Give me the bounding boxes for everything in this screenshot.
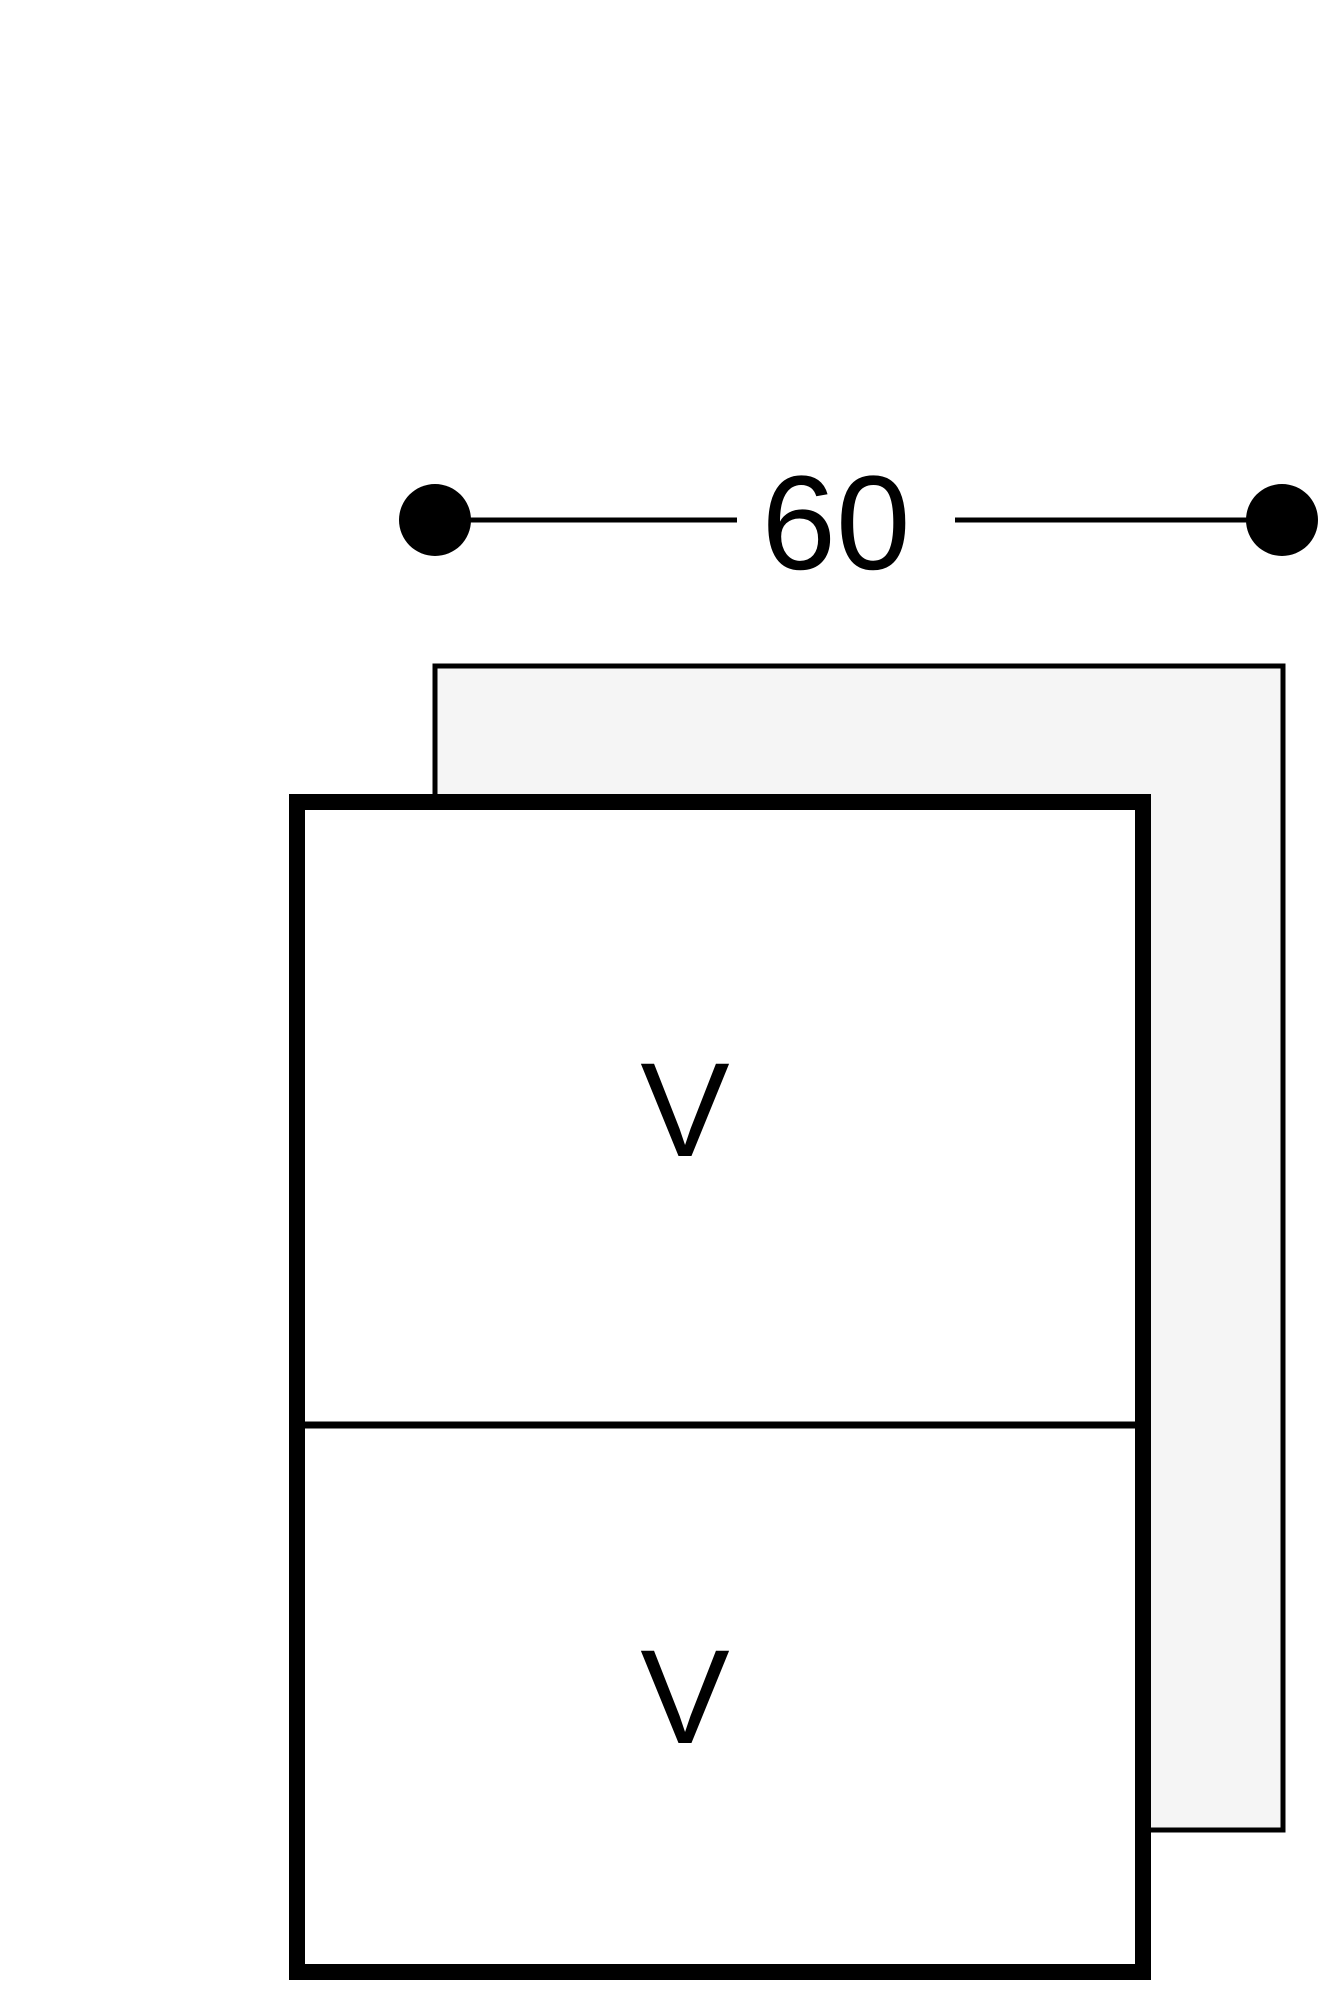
section-label-top: V: [640, 1036, 729, 1185]
front-body: V V: [289, 794, 1151, 1980]
dimension-label: 60: [761, 449, 910, 598]
dimension-endpoint-left: [399, 484, 471, 556]
section-label-bottom: V: [640, 1623, 729, 1772]
width-dimension: 60: [399, 449, 1318, 598]
front-frame: [289, 794, 1151, 1980]
dimension-endpoint-right: [1246, 484, 1318, 556]
